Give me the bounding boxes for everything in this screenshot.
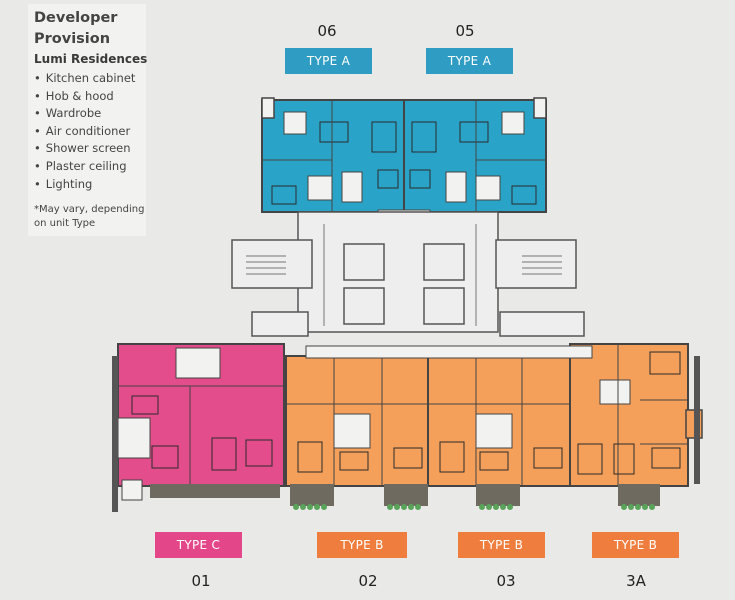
type-tag: TYPE B xyxy=(592,532,679,558)
unit-number: 06 xyxy=(317,22,337,40)
type-tag: TYPE A xyxy=(285,48,372,74)
unit-number: 01 xyxy=(191,572,211,590)
unit-3a-area xyxy=(569,343,703,487)
unit-number: 03 xyxy=(496,572,516,590)
feature-item: Hob & hood xyxy=(34,88,135,106)
type-tag: TYPE B xyxy=(458,532,545,558)
project-name: Lumi Residences xyxy=(34,52,148,66)
building-core xyxy=(231,211,585,337)
feature-item: Shower screen xyxy=(34,140,135,158)
unit-number: 3A xyxy=(626,572,646,590)
feature-item: Kitchen cabinet xyxy=(34,70,136,88)
unit-number: 02 xyxy=(358,572,378,590)
feature-item: Air conditioner xyxy=(34,123,135,141)
unit-number: 05 xyxy=(455,22,475,40)
type-tag: TYPE B xyxy=(317,532,407,558)
feature-item: Plaster ceiling xyxy=(34,158,135,176)
type-tag: TYPE C xyxy=(155,532,242,558)
feature-item: Lighting xyxy=(34,176,135,194)
feature-list: Kitchen cabinet Hob & hood Wardrobe Air … xyxy=(34,70,136,194)
unit-05-area xyxy=(403,99,547,213)
type-tag: TYPE A xyxy=(426,48,513,74)
unit-06-area xyxy=(261,99,405,213)
feature-item: Wardrobe xyxy=(34,105,135,123)
